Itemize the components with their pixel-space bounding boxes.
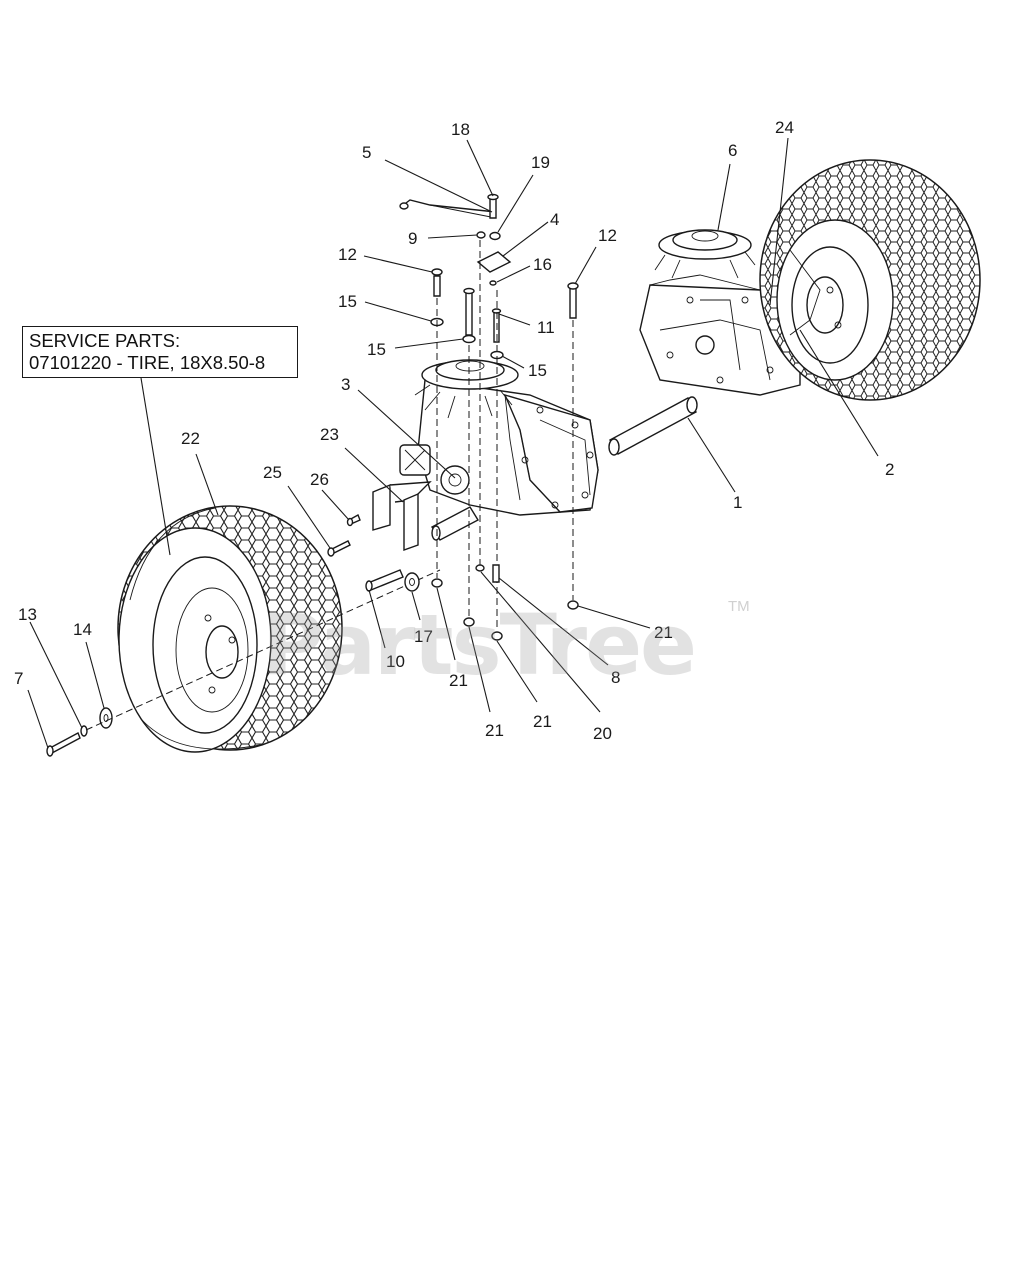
bolt-26 — [346, 514, 361, 527]
callout-2: 2 — [885, 460, 894, 479]
callout-3: 3 — [341, 375, 350, 394]
callout-15a: 15 — [338, 292, 357, 311]
bolt-12-left — [431, 268, 443, 297]
washer-15b — [462, 334, 476, 344]
washer-14 — [99, 707, 113, 729]
callout-16: 16 — [533, 255, 552, 274]
service-parts-line: 07101220 - TIRE, 18X8.50-8 — [29, 352, 266, 373]
callout-25: 25 — [263, 463, 282, 482]
callout-21c: 21 — [533, 712, 552, 731]
service-parts-heading: SERVICE PARTS: — [29, 330, 181, 351]
callout-11: 11 — [537, 318, 555, 337]
callout-15c: 15 — [528, 361, 547, 380]
callout-21d: 21 — [654, 623, 673, 642]
callout-22: 22 — [181, 429, 200, 448]
axle-tube-1 — [608, 396, 698, 456]
callout-labels: 18 5 19 9 4 16 12 12 15 11 15 15 3 6 24 … — [14, 118, 894, 743]
callout-12b: 12 — [598, 226, 617, 245]
spacer-8 — [492, 564, 500, 583]
control-rod-5 — [399, 199, 497, 219]
callout-1: 1 — [733, 493, 742, 512]
plate-4 — [476, 251, 512, 273]
washer-17 — [404, 572, 420, 592]
nut-21b — [463, 617, 475, 627]
callout-10: 10 — [386, 652, 405, 671]
callout-15b: 15 — [367, 340, 386, 359]
bolt-25 — [327, 540, 351, 557]
left-tire-assembly — [117, 505, 343, 753]
right-tire-assembly — [759, 159, 981, 401]
callout-23: 23 — [320, 425, 339, 444]
callout-17: 17 — [414, 627, 433, 646]
nut-19 — [489, 231, 501, 241]
bracket-23 — [372, 481, 432, 551]
pin-10 — [365, 569, 404, 592]
nut-21a — [431, 578, 443, 588]
callout-26: 26 — [310, 470, 329, 489]
leader-lines — [27, 137, 879, 749]
hub-bolt-7 — [46, 732, 81, 757]
callout-19: 19 — [531, 153, 550, 172]
nut-21c — [491, 631, 503, 641]
callout-14: 14 — [73, 620, 92, 639]
callout-21b: 21 — [485, 721, 504, 740]
left-transaxle-3 — [399, 359, 599, 541]
watermark: PartsTree — [262, 596, 697, 694]
service-parts-box: SERVICE PARTS: 07101220 - TIRE, 18X8.50-… — [22, 326, 298, 378]
lock-washer-13 — [80, 725, 88, 737]
callout-12a: 12 — [338, 245, 357, 264]
callout-21a: 21 — [449, 671, 468, 690]
callout-4: 4 — [550, 210, 559, 229]
callout-18: 18 — [451, 120, 470, 139]
callout-5: 5 — [362, 143, 371, 162]
callout-24: 24 — [775, 118, 794, 137]
trademark-mark: TM — [728, 598, 750, 615]
bolt-12-right — [567, 282, 579, 319]
callout-13: 13 — [18, 605, 37, 624]
nut-21d — [567, 600, 579, 610]
callout-7: 7 — [14, 669, 23, 688]
bushing-9 — [476, 231, 486, 239]
callout-20: 20 — [593, 724, 612, 743]
callout-9: 9 — [408, 229, 417, 248]
right-transaxle-2 — [639, 229, 801, 396]
nut-20 — [475, 564, 485, 572]
bolt-mid — [463, 287, 475, 336]
callout-6: 6 — [728, 141, 737, 160]
screw-16 — [489, 280, 497, 286]
callout-8: 8 — [611, 668, 620, 687]
bolt-18 — [487, 193, 499, 219]
